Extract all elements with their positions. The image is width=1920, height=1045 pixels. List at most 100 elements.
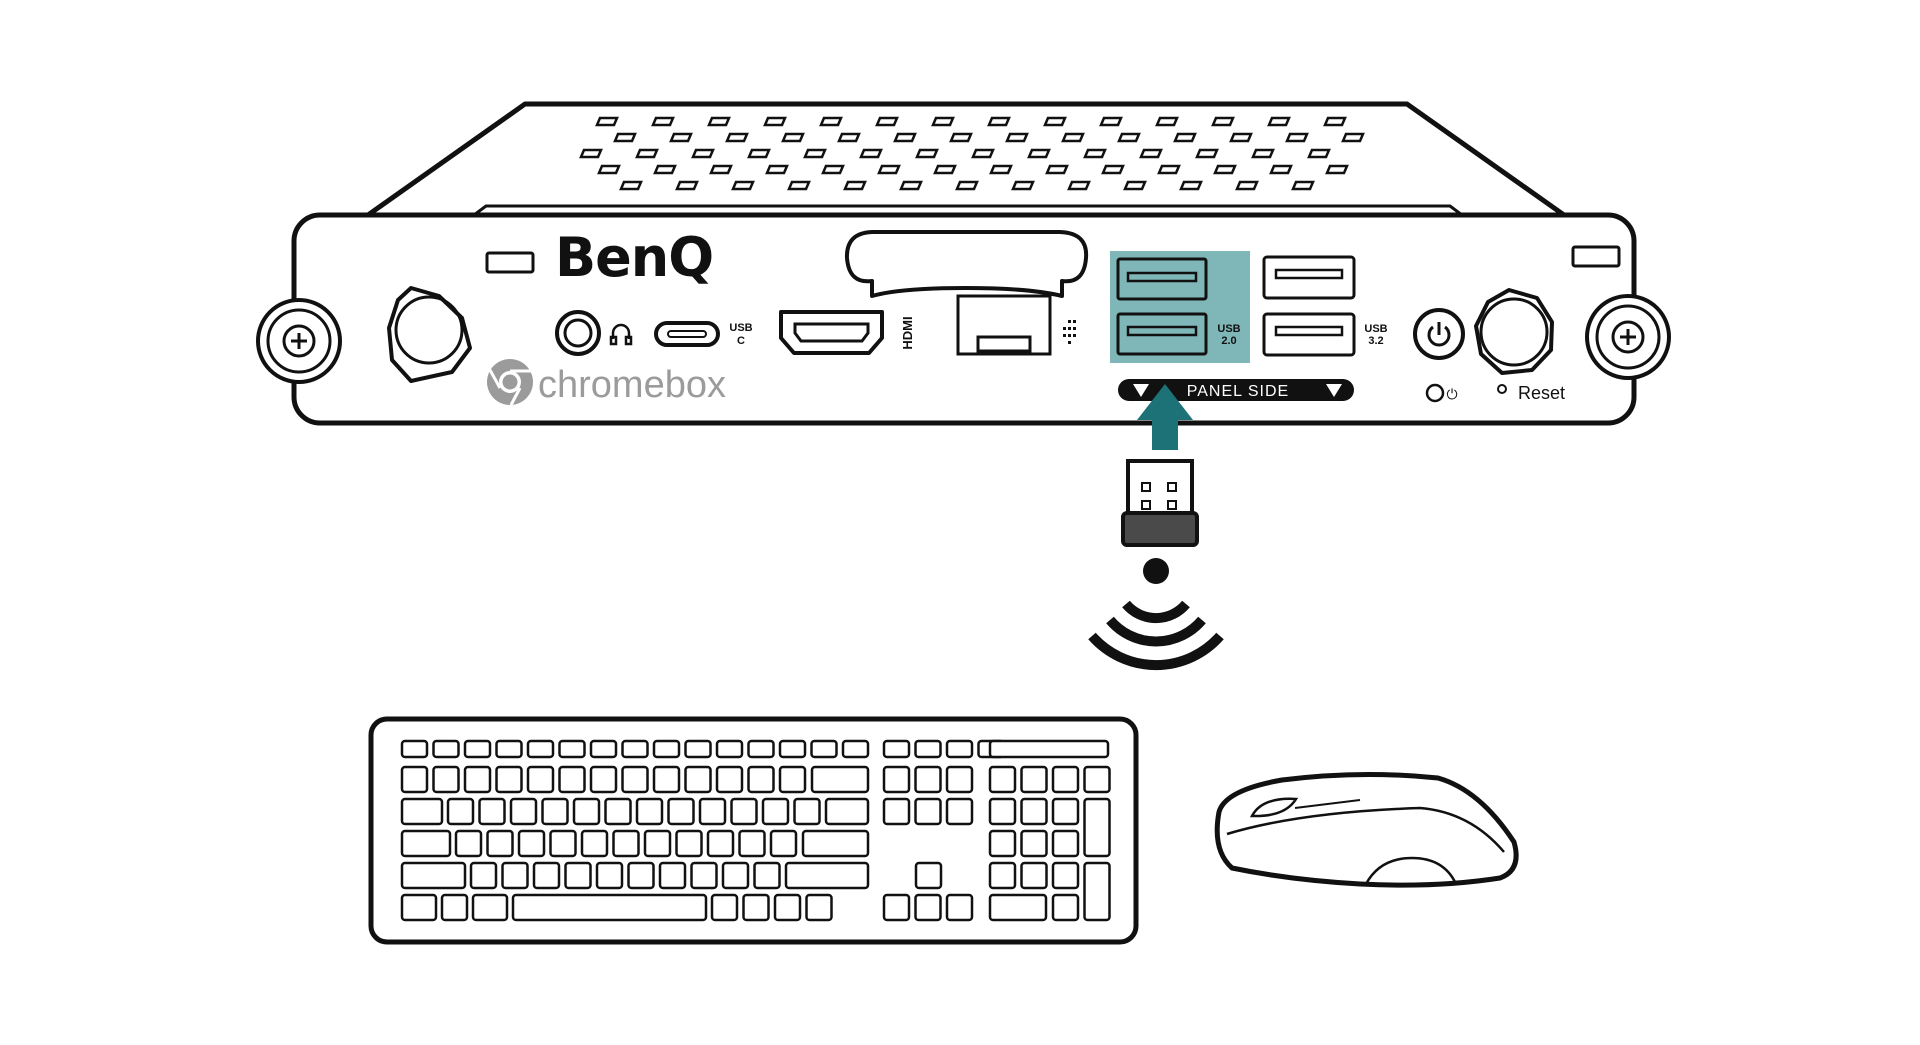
keyboard-key — [684, 739, 712, 759]
mouse-divider — [1294, 799, 1361, 809]
keyboard-icon — [368, 716, 1139, 945]
keyboard-key — [667, 797, 695, 826]
keyboard-key — [710, 893, 739, 922]
keyboard-key — [778, 765, 807, 794]
keyboard-key — [469, 861, 498, 890]
keyboard-key — [753, 861, 781, 890]
keyboard-key — [1083, 765, 1111, 794]
keyboard-key — [882, 893, 911, 922]
antenna-connector-right — [1474, 288, 1554, 375]
vent-slot — [1099, 116, 1123, 127]
keyboard-key — [400, 893, 438, 922]
usb-c-label-line1: USB — [729, 322, 752, 334]
screw-icon — [291, 333, 307, 349]
vent-slot — [669, 132, 693, 143]
vent-slot — [1157, 164, 1181, 175]
keyboard-key — [773, 893, 802, 922]
chromebox-logo-text: chromebox — [538, 364, 726, 406]
vent-slot — [1011, 180, 1035, 191]
usb-2-0-label-line1: USB — [1217, 323, 1240, 335]
panel-side-text: PANEL SIDE — [1187, 383, 1289, 400]
vent-slot — [595, 116, 619, 127]
vent-slot — [1179, 180, 1203, 191]
panel-side-arrow-left — [1133, 384, 1149, 397]
vent-slot — [1061, 132, 1085, 143]
screw-icon — [1620, 329, 1636, 345]
keyboard-key — [432, 739, 460, 759]
power-icon — [1427, 322, 1451, 347]
ethernet-icon — [1063, 320, 1076, 344]
vent-slot — [971, 148, 995, 159]
keyboard-keys — [400, 739, 1111, 922]
vent-slot — [1005, 132, 1029, 143]
vent-slot — [725, 132, 749, 143]
keyboard-key — [432, 765, 460, 794]
keyboard-key — [914, 861, 943, 890]
vent-slot — [1267, 116, 1291, 127]
keyboard-key — [580, 829, 609, 858]
keyboard-key — [698, 797, 727, 826]
vent-slot — [819, 116, 843, 127]
keyboard-key — [988, 861, 1017, 890]
vent-slot — [1269, 164, 1293, 175]
keyboard-key — [1020, 861, 1048, 890]
keyboard-key — [801, 829, 870, 858]
vent-slot — [765, 164, 789, 175]
vent-slot — [1155, 116, 1179, 127]
headphone-jack — [555, 310, 633, 356]
vent-grid — [579, 116, 1365, 191]
chromebox-logo: chromebox — [487, 359, 726, 406]
vent-slot — [781, 132, 805, 143]
keyboard-key — [784, 861, 870, 890]
vent-slot — [1043, 116, 1067, 127]
keyboard-key — [810, 765, 870, 794]
dongle-body — [1121, 511, 1199, 547]
vent-slot — [843, 180, 867, 191]
keyboard-key — [1051, 861, 1080, 890]
mouse-scroll-wheel — [1249, 797, 1299, 818]
hdmi-port: HDMI — [779, 310, 915, 355]
keyboard-key — [769, 829, 798, 858]
mouse-icon — [1214, 771, 1519, 888]
keyboard-key — [882, 765, 911, 794]
keyboard-key — [1083, 797, 1111, 858]
keyboard-key — [945, 797, 974, 826]
keyboard-key — [988, 739, 1110, 759]
keyboard-key — [643, 829, 672, 858]
vent-slot — [1251, 148, 1275, 159]
keyboard-key — [627, 861, 655, 890]
vent-slot — [1067, 180, 1091, 191]
usb-dongle-icon — [1121, 459, 1199, 547]
indicator-window-left — [485, 251, 535, 274]
vent-slot — [1083, 148, 1107, 159]
vent-slot — [763, 116, 787, 127]
reset-label: Reset — [1518, 383, 1565, 403]
vent-slot — [1307, 148, 1331, 159]
keyboard-key — [400, 829, 452, 858]
vent-slot — [1139, 148, 1163, 159]
usb-c-label-line2: C — [737, 335, 745, 347]
keyboard-key — [742, 893, 770, 922]
keyboard-key — [400, 739, 429, 759]
keyboard-key — [635, 797, 664, 826]
vent-slot — [635, 148, 659, 159]
keyboard-key — [721, 861, 750, 890]
usb-3-2-label-line1: USB — [1364, 323, 1387, 335]
thumb-screw-right — [1585, 294, 1671, 380]
keyboard-key — [604, 797, 632, 826]
keyboard-key — [509, 797, 538, 826]
vent-slot — [987, 116, 1011, 127]
vent-slot — [709, 164, 733, 175]
keyboard-key — [658, 861, 687, 890]
keyboard-key — [1051, 797, 1080, 826]
keyboard-key — [454, 829, 483, 858]
antenna-connector-left — [387, 286, 472, 383]
vent-slot — [691, 148, 715, 159]
keyboard-key — [486, 829, 514, 858]
keyboard-key — [589, 739, 618, 759]
usb-2-0-highlight — [1110, 251, 1250, 363]
hdmi-label: HDMI — [900, 316, 915, 349]
mouse-body — [1214, 771, 1519, 888]
module-top-rail — [473, 204, 1463, 217]
keyboard-key — [988, 765, 1017, 794]
